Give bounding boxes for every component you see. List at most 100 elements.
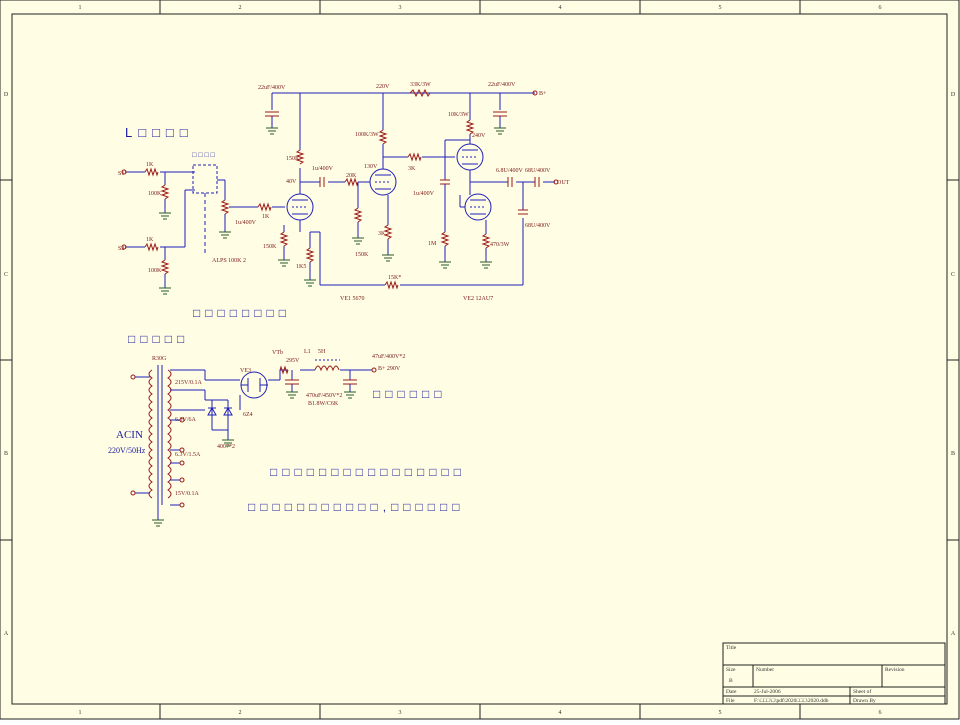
label: 100K/3W	[355, 132, 379, 138]
resistor-150k	[279, 231, 289, 247]
label: 150K	[286, 156, 300, 162]
bplus-terminal	[532, 90, 538, 96]
ground-symbol	[266, 127, 506, 135]
label: 240V	[472, 133, 486, 139]
resistor-symbol	[279, 365, 289, 375]
diode-symbol	[207, 406, 233, 416]
resistor-150k	[353, 207, 363, 223]
size-value: B	[729, 678, 733, 684]
label: S2	[118, 246, 124, 252]
label: 295V	[286, 358, 300, 364]
acin-label: ACIN	[116, 429, 143, 441]
ground-symbol	[439, 261, 492, 269]
choke-inductor	[314, 365, 340, 372]
size-label: Size	[726, 667, 736, 673]
input-wiring	[125, 171, 195, 260]
label: 150K	[263, 244, 277, 250]
row-label: D	[951, 92, 956, 98]
file-label: File	[726, 698, 735, 704]
resistor-15k	[384, 280, 399, 290]
label: 6Z4	[243, 412, 253, 418]
sheet-label: Sheet of	[853, 688, 871, 695]
input-s2-terminal	[121, 244, 127, 250]
date-value: 25-Jul-2006	[754, 689, 781, 695]
bplus-rail	[271, 92, 535, 140]
label: 100K	[148, 191, 162, 197]
label: 40V	[286, 179, 297, 185]
col-label: 1	[79, 5, 82, 11]
row-label: C	[4, 272, 8, 278]
label: 33K/3W	[410, 82, 431, 88]
resistor-100k	[160, 184, 170, 200]
resistor-3k	[383, 224, 393, 240]
row-label: B	[4, 451, 8, 457]
note-line-1: □□□□□□□□□□□□□□□□	[270, 465, 466, 479]
label: 1K	[146, 162, 154, 168]
power-note-heading: □□□□□□	[373, 387, 447, 401]
label: 47uF/400V*2	[372, 354, 405, 360]
label: 10K/3W	[448, 112, 469, 118]
ground-symbol	[219, 231, 231, 239]
label: ALPS 100K 2	[212, 258, 246, 264]
label: R30G	[152, 356, 167, 362]
label: 1M	[428, 241, 437, 247]
label: 215V/0.1A	[175, 380, 203, 386]
date-label: Date	[726, 689, 737, 695]
label: 5H	[318, 349, 326, 355]
capacitor-symbol	[319, 177, 325, 187]
amp-block-heading: □□□□□□□□	[193, 306, 291, 320]
label: 6.3V/6A	[175, 417, 197, 423]
label: □□□□	[192, 152, 217, 159]
col-label: 3	[399, 710, 402, 716]
label: 6.8U/400V	[496, 168, 524, 174]
resistor-1k	[144, 167, 159, 177]
ground-symbol	[159, 212, 171, 295]
label: VE3	[240, 368, 251, 374]
col-label: 4	[559, 5, 562, 11]
resistor-1k5	[305, 247, 315, 263]
col-label: 4	[559, 710, 562, 716]
label: 1K	[262, 214, 270, 220]
row-label: D	[4, 92, 9, 98]
label: 68U/400V	[525, 223, 551, 229]
label: VTb	[272, 350, 283, 356]
label: 220V	[376, 84, 390, 90]
inner-frame	[11, 13, 948, 705]
l-channel-heading: L□□□□	[125, 125, 194, 140]
resistor-1k	[144, 242, 159, 252]
title-label: Title	[726, 645, 737, 651]
label: 470uF/450V*2	[306, 393, 342, 399]
output-terminal	[553, 179, 559, 185]
label: VE2 12AU7	[463, 296, 493, 302]
resistor-33k	[409, 88, 431, 98]
col-label: 6	[879, 5, 882, 11]
label: B+	[539, 91, 547, 97]
label: 100K	[148, 268, 162, 274]
label: 68U/400V	[525, 168, 551, 174]
label: 130V	[364, 164, 378, 170]
note-line-2: □□□□□□□□□□□,□□□□□□	[248, 500, 465, 514]
label: 4007*2	[217, 444, 235, 450]
col-label: 5	[719, 5, 722, 11]
input-selector-switch	[192, 164, 218, 194]
mains-label: 220V/50Hz	[108, 446, 146, 455]
ground-symbol	[152, 391, 356, 527]
ground-symbol	[278, 259, 316, 287]
resistor-150k	[295, 149, 305, 165]
col-label: 1	[79, 710, 82, 716]
file-value: F:\□□□\□\pdf\2020□□□\2020.ddb	[754, 697, 829, 704]
row-label: C	[951, 272, 955, 278]
col-label: 6	[879, 710, 882, 716]
power-block-heading: □□□□□	[128, 332, 189, 346]
resistor-100k	[378, 129, 388, 145]
label: 1u/400V	[235, 220, 257, 226]
power-transformer	[148, 365, 172, 505]
label: 470/3W	[490, 242, 510, 248]
label: 1u/400V	[312, 166, 334, 172]
label: 20K	[346, 173, 357, 179]
label: 1K5	[296, 264, 306, 270]
resistor-20k	[344, 177, 359, 187]
resistor-470	[481, 233, 491, 249]
